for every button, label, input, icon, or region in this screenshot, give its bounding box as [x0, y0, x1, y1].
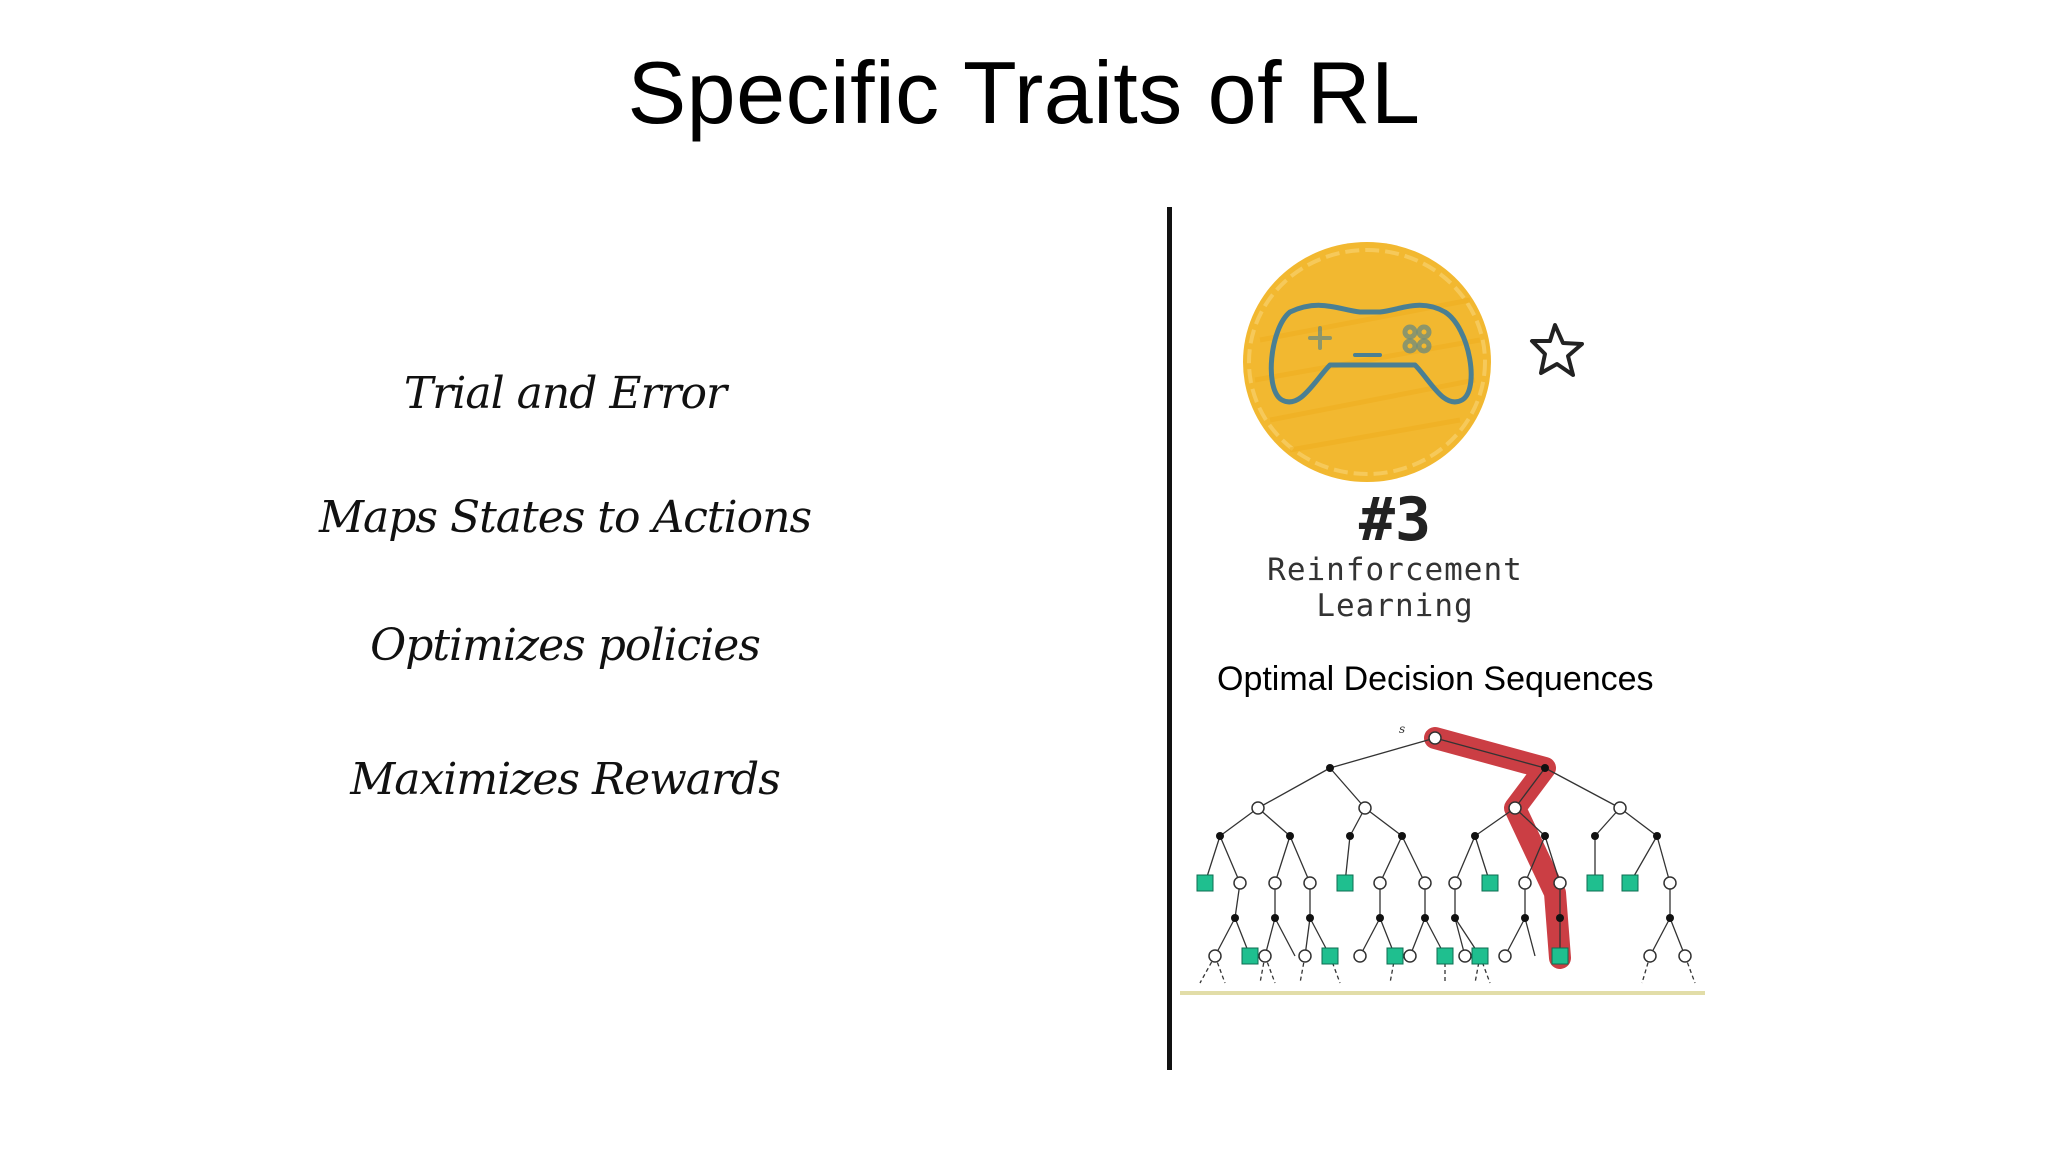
- trait-item: Optimizes policies: [370, 620, 761, 671]
- star-icon: [1530, 323, 1584, 377]
- vertical-divider: [1167, 207, 1172, 1070]
- rl-logo-image: [1243, 242, 1584, 482]
- logo-text-line: Reinforcement: [1267, 552, 1523, 588]
- gamepad-icon: [1268, 302, 1474, 405]
- root-label: s: [1399, 722, 1405, 736]
- logo-number: #3: [1358, 485, 1432, 555]
- optimal-path-highlight: [1424, 727, 1571, 969]
- scribble-circle: [1243, 242, 1491, 482]
- slide-title: Specific Traits of RL: [627, 43, 1421, 142]
- chance-nodes: [1216, 764, 1674, 922]
- tree-edges: [1199, 737, 1696, 984]
- state-nodes: [1208, 731, 1692, 963]
- trait-item: Maximizes Rewards: [350, 754, 781, 805]
- terminal-nodes: [1196, 874, 1639, 965]
- tree-caption: Optimal Decision Sequences: [1217, 660, 1654, 698]
- trait-item: Maps States to Actions: [318, 492, 812, 543]
- traits-list: Trial and Error Maps States to Actions O…: [300, 0, 830, 1152]
- decision-tree-diagram: s: [1180, 722, 1705, 995]
- trait-item: Trial and Error: [403, 368, 727, 419]
- logo-text-line: Learning: [1316, 588, 1474, 624]
- logo-text: Reinforcement Learning: [1240, 552, 1550, 624]
